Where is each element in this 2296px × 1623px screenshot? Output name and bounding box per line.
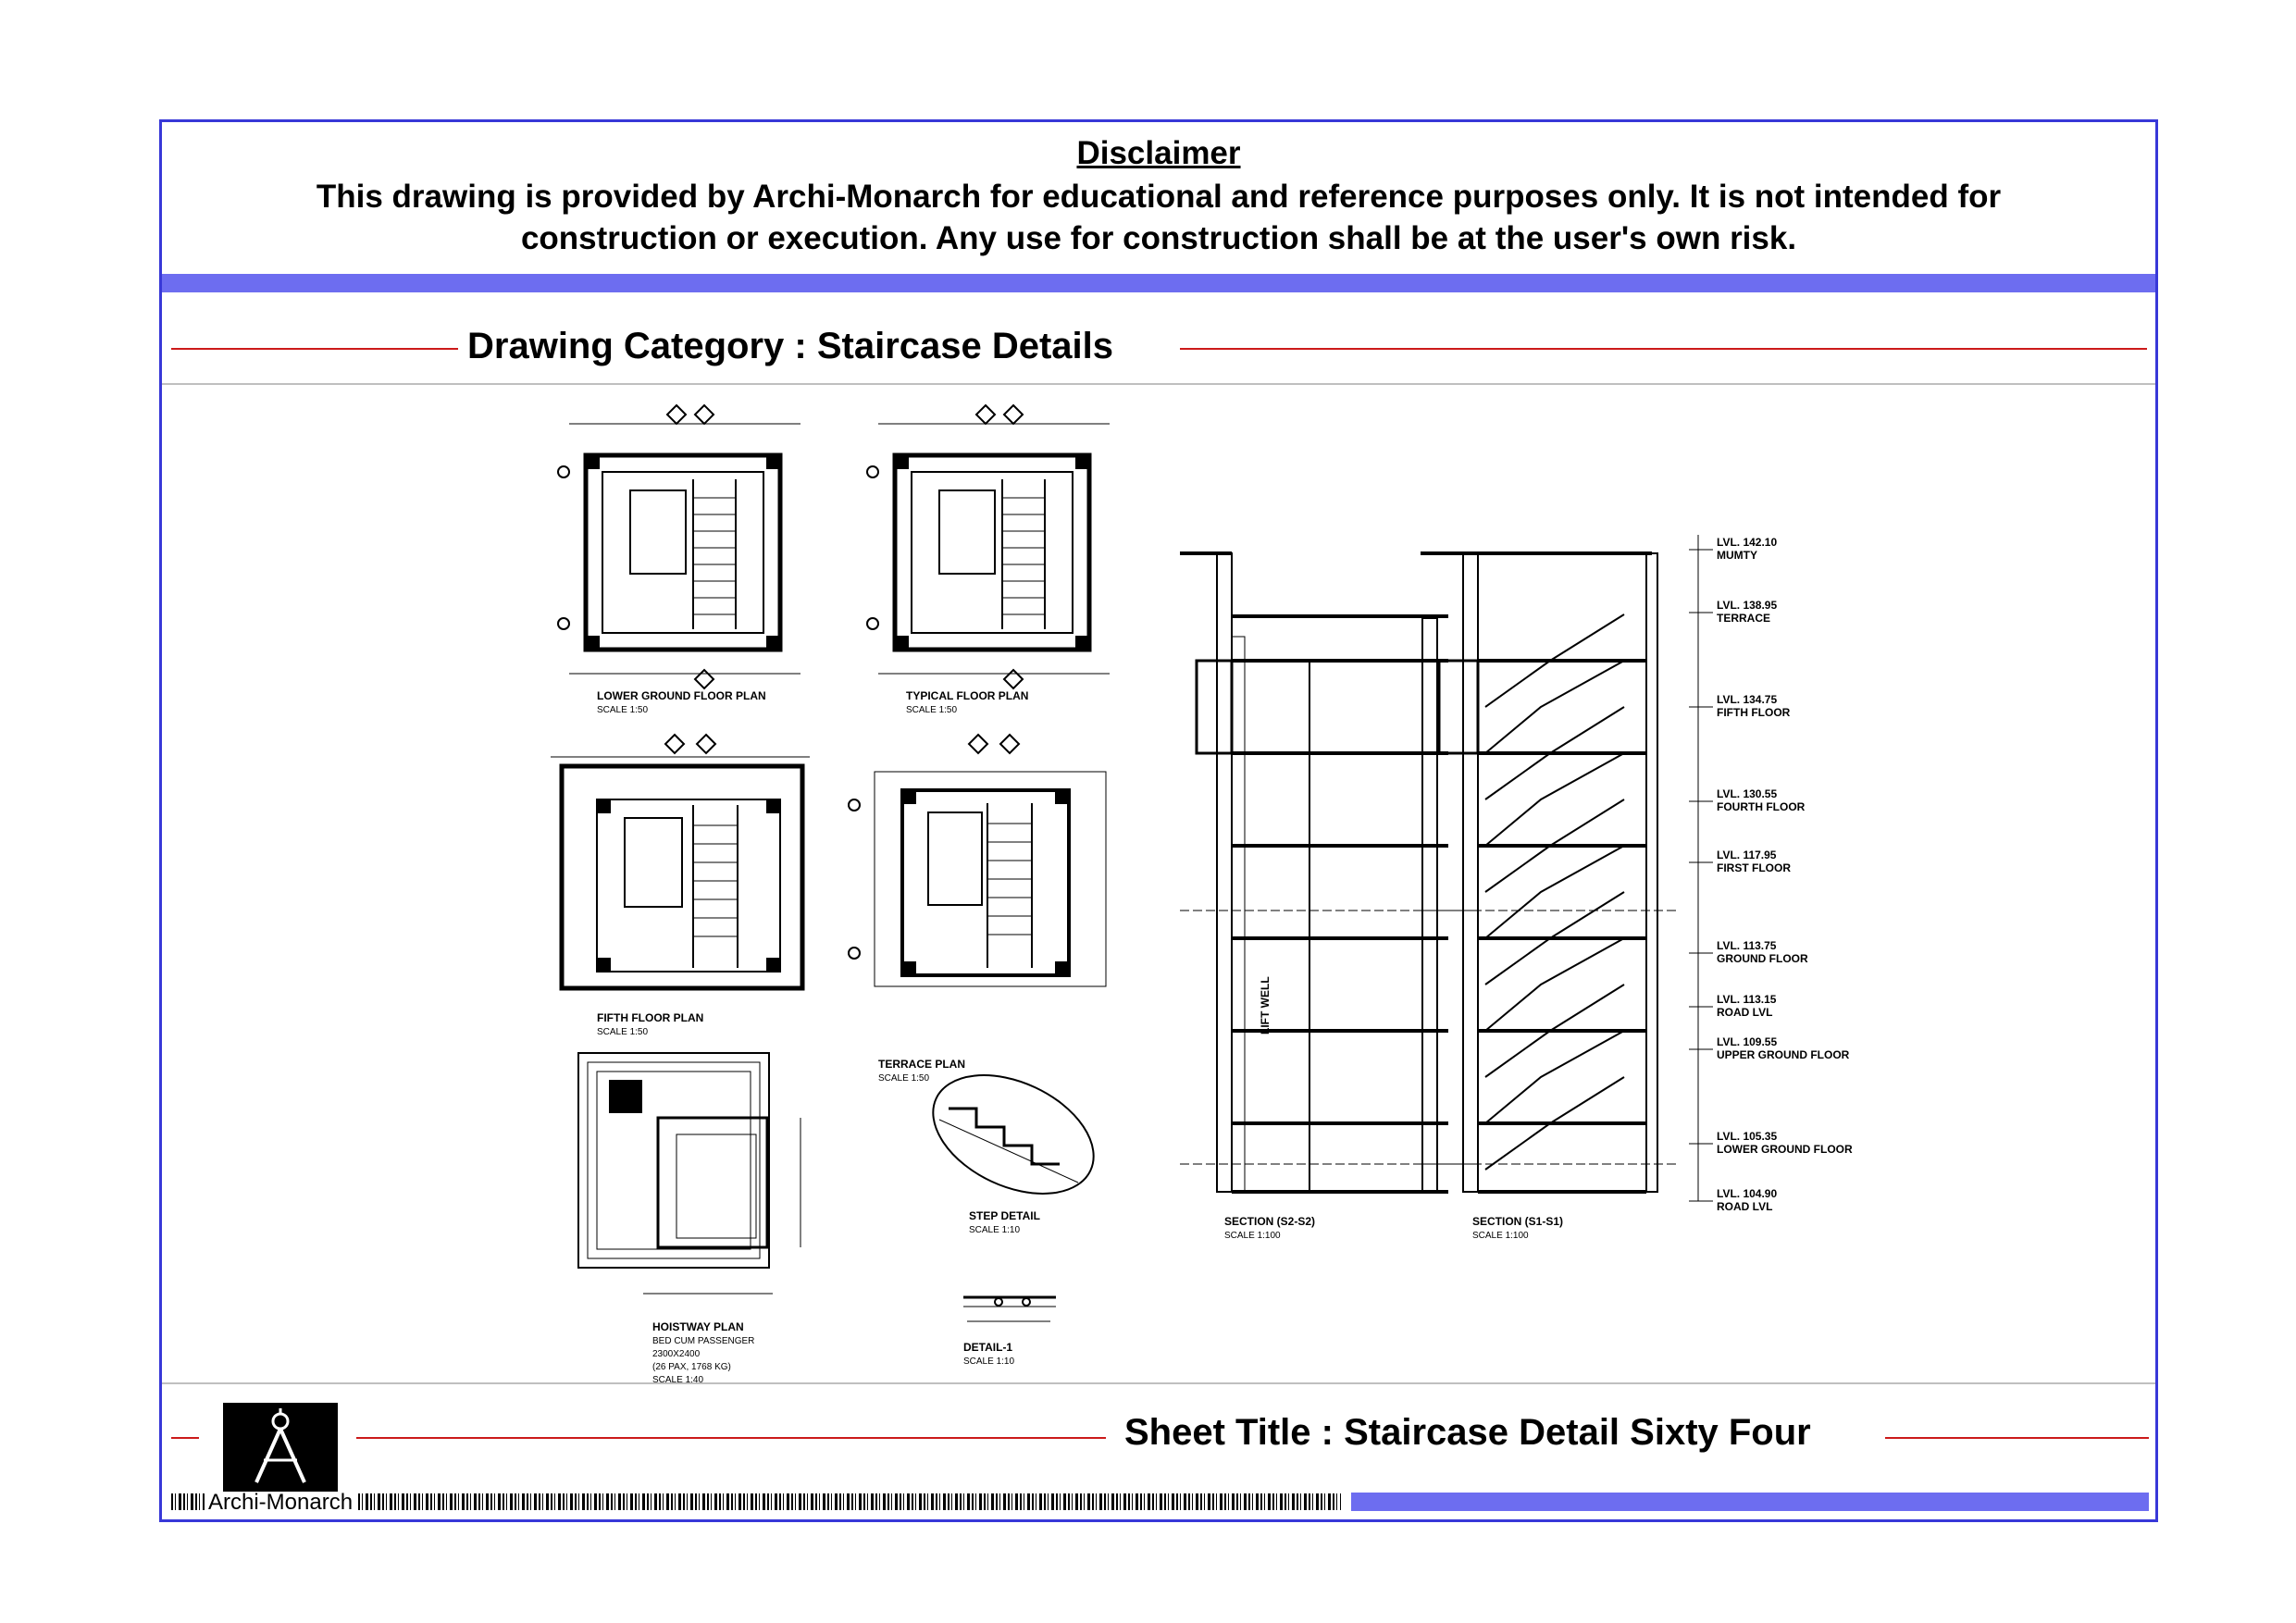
lift-well-label: LIFT WELL (1259, 976, 1272, 1035)
logo-text: Archi-Monarch (208, 1490, 354, 1515)
level-6-value: LVL. 113.15 (1717, 993, 1777, 1006)
fifth-plan-title: FIFTH FLOOR PLAN (597, 1011, 703, 1024)
level-2-value: LVL. 134.75 (1717, 693, 1777, 706)
level-0-value: LVL. 142.10 (1717, 536, 1777, 549)
section-a-scale: SCALE 1:100 (1224, 1231, 1281, 1241)
typical-floor-plan (866, 403, 1110, 690)
hoistway-line3: (26 PAX, 1768 KG) (652, 1362, 731, 1372)
sheet-frame: Disclaimer This drawing is provided by A… (159, 119, 2158, 1522)
detail1-title: DETAIL-1 (963, 1341, 1012, 1354)
level-6-name: ROAD LVL (1717, 1006, 1772, 1019)
level-2-name: FIFTH FLOOR (1717, 706, 1791, 719)
fifth-plan-scale: SCALE 1:50 (597, 1027, 648, 1037)
compass-icon (254, 1408, 306, 1483)
section-s2-s2 (1180, 551, 1476, 1194)
barcode-strip-left (171, 1493, 205, 1510)
archi-monarch-logo (223, 1403, 338, 1492)
level-9-value: LVL. 104.90 (1717, 1187, 1777, 1200)
staircase-drawing-sheet: LOWER GROUND FLOOR PLAN SCALE 1:50 (551, 403, 1853, 1385)
level-3-name: FOURTH FLOOR (1717, 800, 1806, 813)
section-b-title: SECTION (S1-S1) (1472, 1215, 1563, 1228)
hoistway-line2: 2300X2400 (652, 1349, 701, 1359)
step-detail-scale: SCALE 1:10 (969, 1225, 1020, 1235)
section-a-title: SECTION (S2-S2) (1224, 1215, 1315, 1228)
level-5-value: LVL. 113.75 (1717, 939, 1777, 952)
level-1-value: LVL. 138.95 (1717, 599, 1777, 612)
category-rule-right (1180, 348, 2147, 350)
barcode-strip (358, 1493, 1341, 1510)
footer-rule-right (1885, 1437, 2149, 1439)
level-7-value: LVL. 109.55 (1717, 1035, 1777, 1048)
typical-plan-title: TYPICAL FLOOR PLAN (906, 689, 1028, 702)
footer-divider (162, 1382, 2155, 1384)
hoistway-plan (577, 1052, 801, 1295)
category-rule-left (171, 348, 458, 350)
footer-rule-left (356, 1437, 1106, 1439)
terrace-plan (848, 733, 1107, 987)
hoistway-line1: BED CUM PASSENGER (652, 1336, 754, 1346)
level-8-name: LOWER GROUND FLOOR (1717, 1143, 1853, 1156)
lower-ground-plan-scale: SCALE 1:50 (597, 705, 648, 715)
level-labels: LVL. 142.10 MUMTY LVL. 138.95 TERRACE LV… (1717, 536, 1853, 1213)
section-s1-s1 (1421, 535, 1699, 1201)
header-band (162, 274, 2155, 292)
level-7-name: UPPER GROUND FLOOR (1717, 1048, 1850, 1061)
detail1-scale: SCALE 1:10 (963, 1357, 1014, 1367)
level-ticks (1689, 549, 1713, 1202)
level-4-name: FIRST FLOOR (1717, 861, 1791, 874)
disclaimer-block: Disclaimer This drawing is provided by A… (162, 122, 2155, 270)
terrace-plan-scale: SCALE 1:50 (878, 1073, 929, 1084)
step-detail-title: STEP DETAIL (969, 1209, 1040, 1222)
sheet-title: Sheet Title : Staircase Detail Sixty Fou… (1124, 1412, 1811, 1453)
footer-rule-left-short (171, 1437, 199, 1439)
drawing-category-title: Drawing Category : Staircase Details (467, 326, 1114, 366)
disclaimer-title: Disclaimer (1076, 135, 1241, 171)
category-divider (162, 383, 2155, 385)
level-4-value: LVL. 117.95 (1717, 849, 1777, 861)
footer-band (1351, 1493, 2149, 1511)
fifth-floor-plan (551, 733, 810, 991)
hoistway-title: HOISTWAY PLAN (652, 1320, 744, 1333)
level-3-value: LVL. 130.55 (1717, 787, 1777, 800)
section-b-scale: SCALE 1:100 (1472, 1231, 1529, 1241)
step-detail (932, 1074, 1095, 1195)
level-0-name: MUMTY (1717, 549, 1757, 562)
lower-ground-plan-title: LOWER GROUND FLOOR PLAN (597, 689, 766, 702)
detail-1 (963, 1295, 1056, 1322)
terrace-plan-title: TERRACE PLAN (878, 1058, 965, 1071)
typical-plan-scale: SCALE 1:50 (906, 705, 957, 715)
level-8-value: LVL. 105.35 (1717, 1130, 1777, 1143)
level-5-name: GROUND FLOOR (1717, 952, 1808, 965)
level-9-name: ROAD LVL (1717, 1200, 1772, 1213)
level-1-name: TERRACE (1717, 612, 1770, 625)
lower-ground-floor-plan (557, 403, 800, 690)
disclaimer-text: This drawing is provided by Archi-Monarc… (316, 179, 2002, 256)
hoistway-scale: SCALE 1:40 (652, 1375, 703, 1385)
